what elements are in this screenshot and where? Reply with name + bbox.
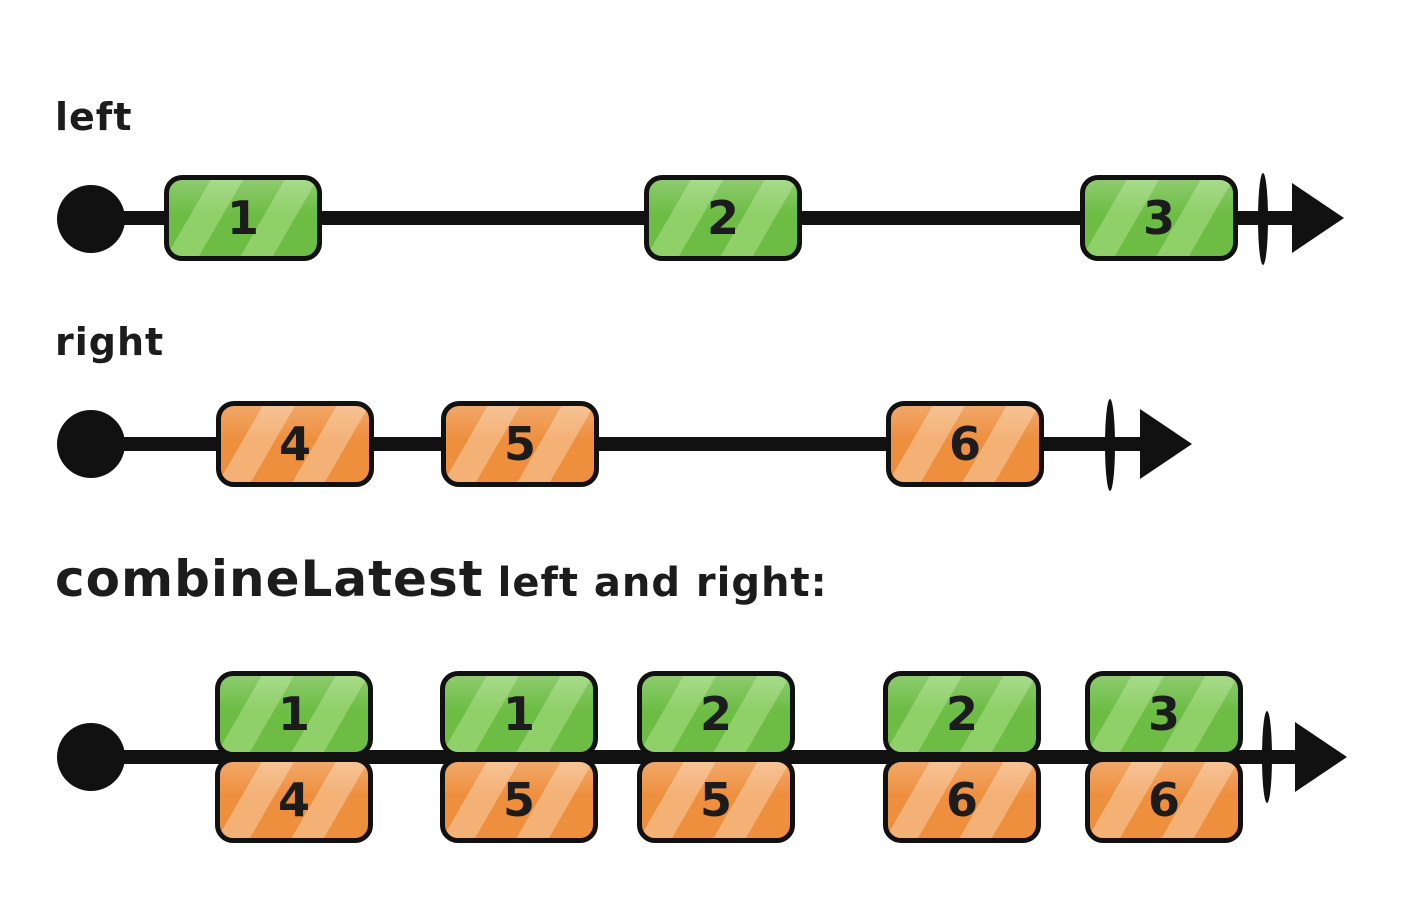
marble-value: 5: [503, 417, 536, 471]
marble-value: 6: [1147, 773, 1180, 827]
timeline-arrowhead-icon: [1140, 409, 1192, 479]
marble-value: 1: [277, 687, 310, 741]
marble-right-5: 5: [441, 401, 599, 487]
marble-value: 2: [699, 687, 732, 741]
result-pair-1: 1 4: [215, 671, 375, 843]
marble-left-3: 3: [1080, 175, 1238, 261]
marble-value: 1: [502, 687, 535, 741]
timeline-arrowhead-icon: [1292, 183, 1344, 253]
marble-value: 5: [699, 773, 732, 827]
timeline-start-circle: [57, 185, 125, 253]
marble-value: 2: [945, 687, 978, 741]
result-pair-top: 1: [440, 671, 598, 757]
result-pair-2: 1 5: [440, 671, 600, 843]
marble-value: 5: [502, 773, 535, 827]
timeline-pulse-tick: [1105, 399, 1115, 491]
marble-value: 6: [948, 417, 981, 471]
marble-value: 1: [226, 191, 259, 245]
result-pair-bottom: 6: [1085, 757, 1243, 843]
marble-value: 3: [1142, 191, 1175, 245]
marble-value: 6: [945, 773, 978, 827]
timeline-start-circle: [57, 723, 125, 791]
marble-value: 4: [278, 417, 311, 471]
result-pair-4: 2 6: [883, 671, 1043, 843]
marble-value: 3: [1147, 687, 1180, 741]
operator-name: combineLatest: [55, 550, 484, 608]
result-pair-bottom: 6: [883, 757, 1041, 843]
operator-label: combineLatest left and right:: [55, 550, 828, 608]
result-pair-5: 3 6: [1085, 671, 1245, 843]
timeline-arrowhead-icon: [1295, 722, 1347, 792]
marble-right-6: 6: [886, 401, 1044, 487]
result-pair-bottom: 5: [440, 757, 598, 843]
result-pair-3: 2 5: [637, 671, 797, 843]
result-pair-top: 2: [883, 671, 1041, 757]
marble-left-2: 2: [644, 175, 802, 261]
result-pair-bottom: 4: [215, 757, 373, 843]
timeline-start-circle: [57, 410, 125, 478]
marble-value: 4: [277, 773, 310, 827]
result-pair-top: 1: [215, 671, 373, 757]
left-stream-label: left: [55, 95, 133, 139]
timeline-pulse-tick: [1262, 711, 1272, 803]
timeline-pulse-tick: [1258, 173, 1268, 265]
operator-suffix: left and right:: [497, 560, 828, 606]
right-stream-label: right: [55, 320, 165, 364]
result-pair-bottom: 5: [637, 757, 795, 843]
result-pair-top: 2: [637, 671, 795, 757]
result-pair-top: 3: [1085, 671, 1243, 757]
marble-value: 2: [706, 191, 739, 245]
marble-right-4: 4: [216, 401, 374, 487]
marble-left-1: 1: [164, 175, 322, 261]
